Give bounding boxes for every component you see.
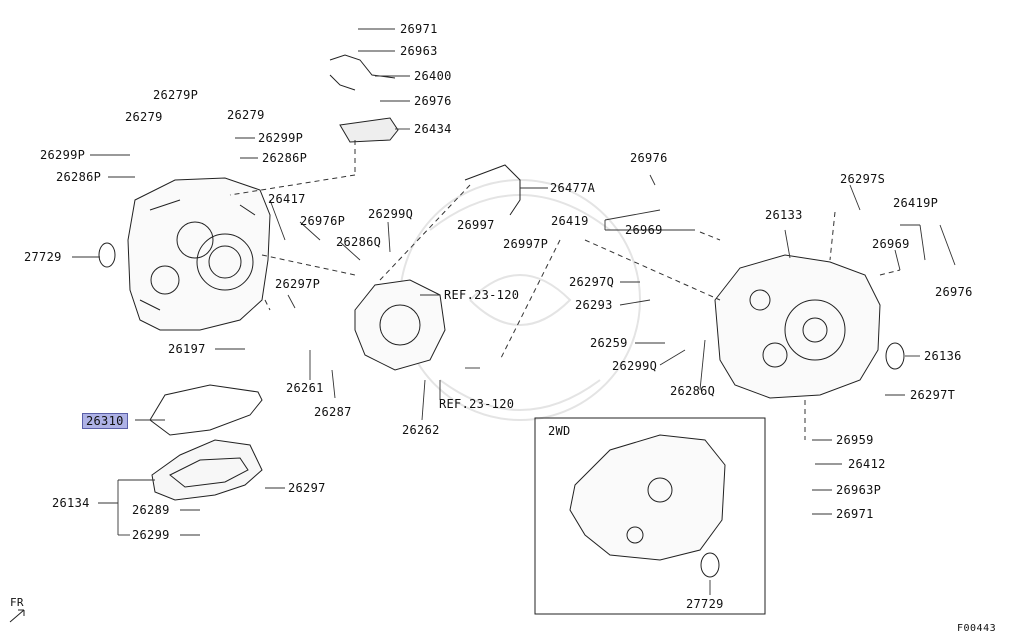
dashed-assembly-lines [229, 140, 901, 440]
label-26279P: 26279P [153, 88, 199, 102]
left-case-housing [127, 177, 271, 331]
label-26286P-left: 26286P [56, 170, 102, 184]
label-26261: 26261 [286, 381, 324, 395]
label-26293: 26293 [575, 298, 613, 312]
label-26971-bottom: 26971 [836, 507, 874, 521]
label-26279-a: 26279 [125, 110, 163, 124]
label-26969-mid: 26969 [625, 223, 663, 237]
label-26297P: 26297P [275, 277, 321, 291]
label-ref-upper[interactable]: REF.23-120 [444, 288, 520, 302]
label-26287: 26287 [314, 405, 352, 419]
label-26412: 26412 [848, 457, 886, 471]
label-27729-box: 27729 [686, 597, 724, 611]
label-26279-b: 26279 [227, 108, 265, 122]
label-26477A: 26477A [550, 181, 596, 195]
label-26299Q-right: 26299Q [612, 359, 658, 373]
seal-27729-left [98, 242, 116, 268]
valve-body-shape [339, 117, 399, 143]
fr-arrow-icon [9, 609, 25, 623]
label-26971-top: 26971 [400, 22, 438, 36]
label-26134: 26134 [52, 496, 90, 510]
label-26400: 26400 [414, 69, 452, 83]
label-26417: 26417 [268, 192, 306, 206]
label-26299P-left: 26299P [40, 148, 86, 162]
label-26299P-mid: 26299P [258, 131, 304, 145]
label-26286Q-mid: 26286Q [336, 235, 382, 249]
label-26297: 26297 [288, 481, 326, 495]
label-26997P: 26997P [503, 237, 549, 251]
seal-27729-box [700, 552, 720, 578]
diagram-code: F00443 [957, 623, 997, 634]
box-2wd-frame [534, 417, 766, 615]
oil-pan-gasket-shape [149, 384, 263, 436]
label-26976-right-top: 26976 [630, 151, 668, 165]
label-26286P-mid: 26286P [262, 151, 308, 165]
label-26289: 26289 [132, 503, 170, 517]
label-26136: 26136 [924, 349, 962, 363]
label-26310-highlighted[interactable]: 26310 [82, 413, 128, 429]
label-26963: 26963 [400, 44, 438, 58]
label-26299: 26299 [132, 528, 170, 542]
label-26419: 26419 [551, 214, 589, 228]
label-26262: 26262 [402, 423, 440, 437]
label-fr: FR [10, 596, 24, 609]
label-26976-top: 26976 [414, 94, 452, 108]
label-26299Q: 26299Q [368, 207, 414, 221]
label-26286Q-right: 26286Q [670, 384, 716, 398]
label-26297T: 26297T [910, 388, 956, 402]
transaxle-housing-shape [714, 254, 881, 399]
seal-26136 [885, 342, 905, 370]
label-ref-lower[interactable]: REF.23-120 [439, 397, 515, 411]
label-26133: 26133 [765, 208, 803, 222]
label-26959: 26959 [836, 433, 874, 447]
label-27729-left: 27729 [24, 250, 62, 264]
label-26197: 26197 [168, 342, 206, 356]
label-26434: 26434 [414, 122, 452, 136]
label-26969-right: 26969 [872, 237, 910, 251]
label-26976-right: 26976 [935, 285, 973, 299]
label-26297Q: 26297Q [569, 275, 615, 289]
label-26419P: 26419P [893, 196, 939, 210]
2wd-housing-shape [569, 434, 726, 561]
oil-pump-shape [354, 279, 446, 371]
leader-lines [72, 28, 956, 595]
label-26297S: 26297S [840, 172, 886, 186]
oil-pan-shape [151, 439, 263, 501]
label-26997: 26997 [457, 218, 495, 232]
label-26259: 26259 [590, 336, 628, 350]
label-26976P: 26976P [300, 214, 346, 228]
label-2wd: 2WD [548, 424, 571, 438]
label-26963P: 26963P [836, 483, 882, 497]
